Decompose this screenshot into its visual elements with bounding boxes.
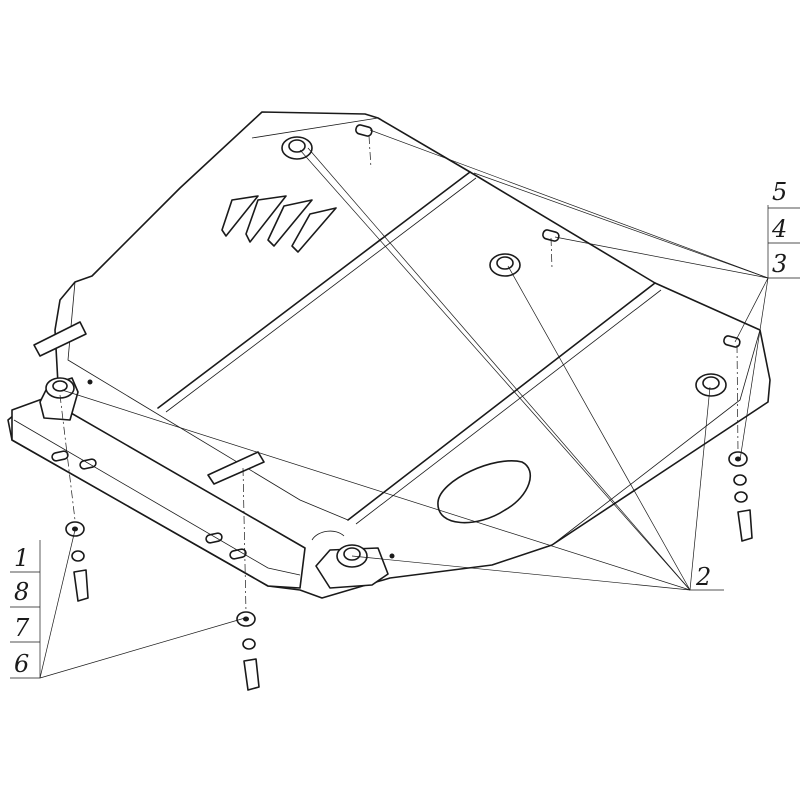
callout-7: 7 bbox=[14, 614, 30, 642]
rivet-1 bbox=[87, 379, 93, 385]
callout-bottom-right: 2 bbox=[695, 563, 711, 591]
skid-plate bbox=[7, 111, 771, 599]
callout-4: 4 bbox=[771, 215, 787, 243]
callout-6: 6 bbox=[14, 650, 29, 678]
bolt-left bbox=[73, 569, 89, 602]
plate-bolt-2 bbox=[489, 253, 521, 277]
rivet-2 bbox=[389, 553, 395, 559]
bend-line-1 bbox=[157, 171, 471, 409]
bend-line-2 bbox=[347, 282, 656, 521]
rear-edge-line bbox=[251, 117, 379, 139]
bend-line-1b bbox=[165, 177, 477, 413]
nut-right-2 bbox=[734, 491, 748, 503]
skid-plate-outline bbox=[7, 111, 771, 599]
slot-rear-1 bbox=[355, 124, 373, 137]
left-side-line bbox=[67, 281, 349, 521]
front-flange-edge bbox=[13, 419, 301, 576]
service-hatch bbox=[437, 460, 532, 524]
callout-right-top: 5 4 3 bbox=[767, 178, 800, 279]
leader-lines bbox=[39, 129, 769, 679]
callout-8: 8 bbox=[14, 578, 29, 606]
slot-front-2 bbox=[79, 458, 97, 470]
nut-center bbox=[242, 638, 256, 650]
plate-bolt-3 bbox=[695, 373, 727, 397]
bracket-left-mount bbox=[39, 377, 79, 421]
plate-bolt-1 bbox=[281, 136, 313, 160]
callout-1: 1 bbox=[14, 544, 29, 572]
bracket-left-top bbox=[33, 321, 87, 357]
bracket-front-center bbox=[207, 451, 265, 485]
bolt-center bbox=[243, 658, 260, 691]
slot-front-4 bbox=[229, 548, 247, 560]
fastener-center bbox=[236, 611, 260, 691]
bolt-right bbox=[737, 509, 753, 542]
slot-front-3 bbox=[205, 532, 223, 544]
nut-right-1 bbox=[733, 474, 747, 486]
right-side-line bbox=[551, 329, 761, 546]
vent-slots bbox=[221, 195, 337, 253]
brackets bbox=[33, 321, 395, 589]
plate-bolts bbox=[281, 136, 727, 397]
slot-rear-3 bbox=[723, 335, 741, 348]
nut-left bbox=[71, 550, 85, 562]
callout-left-bottom: 1 8 7 6 bbox=[10, 540, 41, 679]
callout-2: 2 bbox=[695, 563, 711, 591]
centre-lines bbox=[59, 135, 739, 613]
fastener-right bbox=[728, 451, 753, 542]
callout-3: 3 bbox=[772, 250, 787, 278]
bend-line-2b bbox=[355, 289, 662, 525]
slot-front-1 bbox=[51, 450, 69, 462]
callout-5: 5 bbox=[772, 178, 787, 206]
front-flange bbox=[11, 397, 306, 589]
fastener-left bbox=[65, 521, 89, 602]
